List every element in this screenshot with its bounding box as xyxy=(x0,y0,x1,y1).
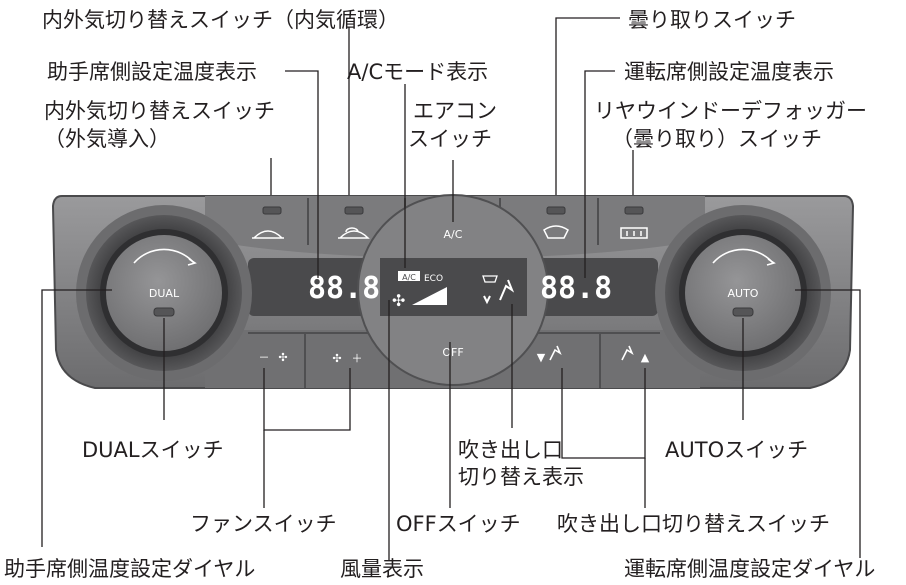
label-recirc-switch: 内外気切り替えスイッチ（内気循環） xyxy=(42,8,399,32)
label-rear-defogger-1: リヤウインドーデフォッガー xyxy=(594,99,867,123)
label-fan-switch: ファンスイッチ xyxy=(190,512,337,536)
label-fan-level-display: 風量表示 xyxy=(340,557,424,581)
dial-arc-icon xyxy=(712,248,774,264)
label-driver-temp-display: 運転席側設定温度表示 xyxy=(624,60,834,84)
label-ac-mode-display: A/Cモード表示 xyxy=(347,60,488,84)
outlet-prev-button[interactable]: ▼ xyxy=(537,345,562,364)
fresh-air-icon xyxy=(252,230,284,239)
label-passenger-dial: 助手席側温度設定ダイヤル xyxy=(4,557,255,581)
fan-large-icon: ✣ xyxy=(332,352,341,365)
label-fresh-switch-1: 内外気切り替えスイッチ xyxy=(44,99,275,123)
label-driver-dial: 運転席側温度設定ダイヤル xyxy=(624,557,875,581)
fan-up-button[interactable]: ✣ ＋ xyxy=(332,352,362,365)
lcd-eco: ECO xyxy=(424,274,443,284)
lcd-fan-icon: ✣ xyxy=(392,291,405,310)
ac-button[interactable]: A/C xyxy=(370,196,536,245)
label-passenger-temp-display: 助手席側設定温度表示 xyxy=(47,60,257,84)
fan-level-wedge xyxy=(412,287,447,305)
fan-small-icon: ✣ xyxy=(278,351,287,364)
fan-up-symbol: ＋ xyxy=(352,352,363,365)
dial-arc-icon xyxy=(133,248,195,264)
passenger-temp-dial[interactable]: DUAL xyxy=(76,205,252,381)
fan-down-button[interactable]: － ✣ xyxy=(259,351,288,364)
recirculation-button[interactable] xyxy=(338,206,370,239)
off-button[interactable]: OFF xyxy=(442,346,463,359)
outlet-defrost-icon xyxy=(482,275,498,283)
auto-button[interactable] xyxy=(732,307,754,317)
label-outlet-switch: 吹き出し口切り替えスイッチ xyxy=(557,512,830,536)
defog-button[interactable] xyxy=(543,206,569,239)
label-outlet-display-2: 切り替え表示 xyxy=(458,465,584,489)
passenger-temp-readout: 88.8 xyxy=(308,271,380,306)
outlet-prev-arrow: ▼ xyxy=(537,351,546,364)
driver-temp-dial[interactable]: AUTO xyxy=(655,205,831,381)
label-outlet-display-1: 吹き出し口 xyxy=(458,438,563,462)
outlet-flow-icon xyxy=(483,279,515,305)
lcd-ac-badge: A/C xyxy=(402,273,416,282)
label-rear-defogger-2: （曇り取り）スイッチ xyxy=(612,127,822,151)
rear-defogger-icon xyxy=(620,227,648,239)
fan-level-bars: ✣ xyxy=(392,287,447,310)
fresh-air-button[interactable] xyxy=(252,206,284,239)
driver-temp-readout: 88.8 xyxy=(540,271,612,306)
recirculation-icon xyxy=(338,227,370,239)
label-aircon-1: エアコン xyxy=(413,99,497,123)
lcd-ac-badge-bg xyxy=(398,271,420,281)
label-off-switch: OFFスイッチ xyxy=(396,512,521,536)
outlet-next-button[interactable]: ▲ xyxy=(621,345,650,364)
leader-lines xyxy=(41,17,861,560)
label-auto-switch: AUTOスイッチ xyxy=(665,438,808,462)
label-fresh-switch-2: （外気導入） xyxy=(44,127,170,151)
outlet-prev-icon xyxy=(549,345,562,361)
label-dual-switch: DUALスイッチ xyxy=(82,438,224,462)
windshield-defog-icon xyxy=(543,225,569,239)
dual-button[interactable] xyxy=(153,307,175,317)
auto-label: AUTO xyxy=(728,287,759,300)
off-button-label: OFF xyxy=(442,346,463,359)
rear-defogger-button[interactable] xyxy=(620,206,648,239)
label-defog-switch: 曇り取りスイッチ xyxy=(628,8,796,32)
fan-down-symbol: － xyxy=(259,351,270,364)
ac-button-label: A/C xyxy=(444,228,463,241)
outlet-mode-indicator xyxy=(482,275,515,305)
dual-label: DUAL xyxy=(149,287,180,300)
outlet-next-arrow: ▲ xyxy=(641,351,650,364)
label-aircon-2: スイッチ xyxy=(408,127,492,151)
outlet-next-icon xyxy=(621,345,634,361)
